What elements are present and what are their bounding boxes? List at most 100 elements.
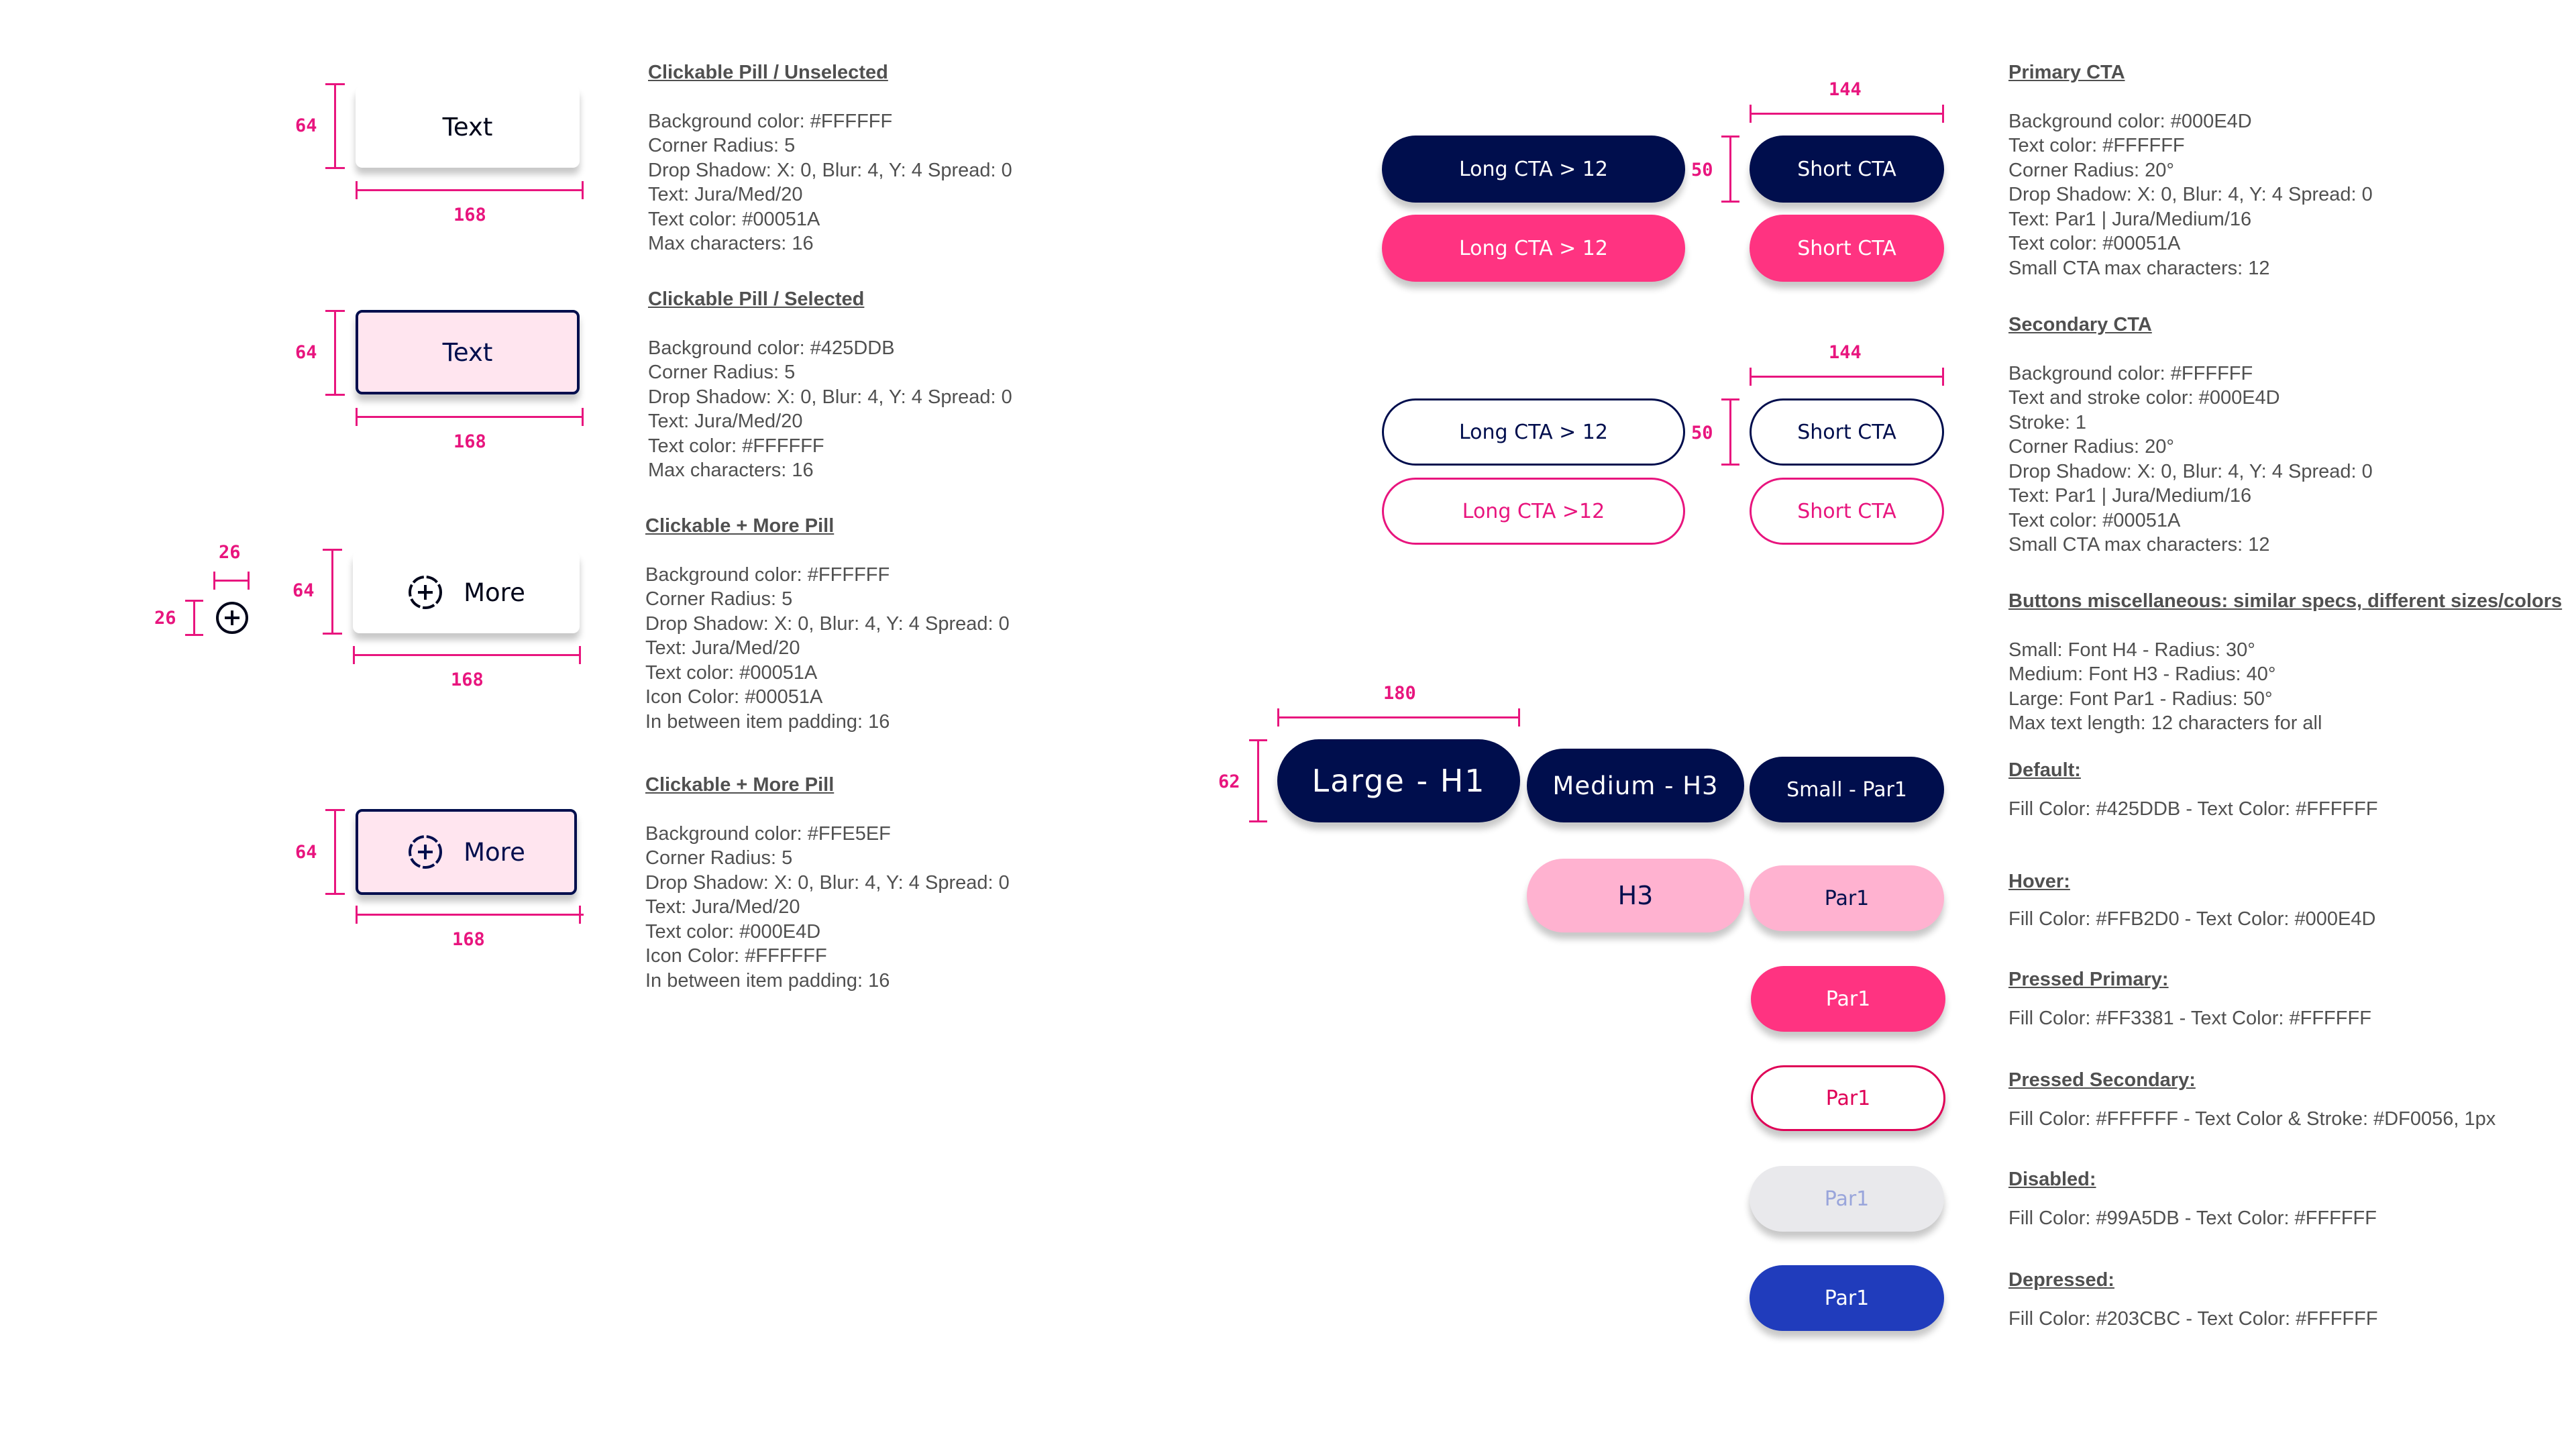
secondary-cta-long-pressed[interactable]: Long CTA >12	[1382, 478, 1685, 545]
spec-line: Text color: #00051A	[2008, 509, 2181, 531]
dimension-tick	[325, 167, 345, 169]
spec-line: In between item padding: 16	[645, 710, 890, 733]
spec-title: Clickable + More Pill	[645, 774, 835, 796]
dimension-tick	[185, 634, 203, 636]
dimension-line	[334, 83, 336, 169]
dimension-tick	[582, 408, 584, 426]
spec-line: Icon Color: #00051A	[645, 686, 823, 708]
add-circle-dashed-icon	[407, 574, 443, 610]
clickable-more-pill-selected[interactable]: More	[356, 809, 577, 895]
small-button-disabled: Par1	[1750, 1166, 1944, 1232]
dimension-line	[331, 549, 333, 635]
misc-buttons-spec: Buttons miscellaneous: similar specs, di…	[2008, 589, 2569, 736]
small-button-hover[interactable]: Par1	[1750, 865, 1944, 931]
dimension-tick	[356, 408, 358, 426]
spec-line: Max characters: 16	[648, 460, 814, 481]
state-title-default: Default:	[2008, 759, 2081, 781]
secondary-cta-short-pressed[interactable]: Short CTA	[1750, 478, 1944, 545]
secondary-cta-long[interactable]: Long CTA > 12	[1382, 398, 1685, 466]
spec-line: Medium: Font H3 - Radius: 40°	[2008, 663, 2276, 685]
spec-line: Drop Shadow: X: 0, Blur: 4, Y: 4 Spread:…	[648, 159, 1012, 181]
dimension-line	[1257, 739, 1259, 822]
pill-selected-height-label: 64	[295, 342, 317, 363]
dimension-line	[1750, 376, 1944, 378]
spec-title: Clickable Pill / Unselected	[648, 62, 888, 83]
dimension-tick	[1721, 398, 1739, 400]
medium-button[interactable]: Medium - H3	[1527, 749, 1744, 822]
secondary-cta-height-label: 50	[1691, 423, 1713, 443]
spec-line: Max characters: 16	[648, 233, 814, 254]
spec-line: Text color: #FFFFFF	[2008, 135, 2185, 156]
dimension-tick	[1249, 739, 1267, 741]
medium-button-hover[interactable]: H3	[1527, 859, 1744, 932]
pill-label: Text	[442, 112, 493, 142]
spec-line: Text color: #00051A	[645, 661, 818, 684]
dimension-tick	[323, 549, 342, 551]
dimension-tick	[325, 809, 345, 811]
cta-label: Short CTA	[1797, 236, 1896, 260]
clickable-pill-selected[interactable]: Text	[356, 310, 580, 394]
dimension-tick	[579, 646, 581, 664]
spec-line: Background color: #FFFFFF	[645, 564, 890, 586]
pill-more-unselected-width-label: 168	[451, 669, 484, 690]
dimension-tick	[325, 310, 345, 312]
misc-width-label: 180	[1383, 683, 1416, 704]
small-button-pressed-primary[interactable]: Par1	[1751, 966, 1945, 1032]
large-button[interactable]: Large - H1	[1277, 739, 1520, 822]
spec-line: Drop Shadow: X: 0, Blur: 4, Y: 4 Spread:…	[648, 386, 1012, 408]
spec-line: Drop Shadow: X: 0, Blur: 4, Y: 4 Spread:…	[2008, 460, 2373, 482]
spec-line: Background color: #425DDB	[648, 337, 895, 359]
dimension-tick	[1249, 820, 1267, 822]
dimension-tick	[1750, 368, 1752, 386]
dimension-tick	[353, 646, 355, 664]
spec-line: Text color: #00051A	[648, 208, 820, 230]
button-label: Par1	[1824, 1286, 1870, 1310]
dimension-tick	[323, 633, 342, 635]
cta-label: Long CTA > 12	[1459, 157, 1608, 181]
spec-title: Buttons miscellaneous: similar specs, di…	[2008, 590, 2563, 612]
dimension-tick	[1518, 708, 1520, 727]
dimension-tick	[582, 181, 584, 199]
dimension-tick	[325, 394, 345, 396]
dimension-tick	[1721, 136, 1739, 138]
button-label: Par1	[1825, 987, 1871, 1011]
dimension-tick	[248, 572, 250, 590]
spec-line: Background color: #FFE5EF	[645, 822, 891, 845]
dimension-line	[356, 914, 584, 916]
small-button[interactable]: Small - Par1	[1750, 757, 1944, 822]
spec-line: Corner Radius: 5	[645, 588, 793, 610]
secondary-cta-short[interactable]: Short CTA	[1750, 398, 1944, 466]
spec-line: Large: Font Par1 - Radius: 50°	[2008, 688, 2273, 710]
primary-cta-short[interactable]: Short CTA	[1750, 136, 1944, 203]
clickable-pill-unselected[interactable]: Text	[356, 86, 580, 168]
state-text-hover: Fill Color: #FFB2D0 - Text Color: #000E4…	[2008, 908, 2376, 930]
dimension-line	[356, 416, 584, 418]
spec-line: Corner Radius: 20°	[2008, 436, 2174, 458]
add-circle-dashed-icon	[407, 834, 443, 870]
dimension-tick	[325, 83, 345, 85]
spec-line: Text color: #00051A	[2008, 233, 2181, 254]
dimension-line	[356, 189, 584, 191]
primary-cta-long-pressed[interactable]: Long CTA > 12	[1382, 215, 1685, 282]
dimension-line	[1277, 716, 1520, 718]
primary-cta-short-pressed[interactable]: Short CTA	[1750, 215, 1944, 282]
small-button-pressed-secondary[interactable]: Par1	[1751, 1065, 1945, 1131]
spec-line: Text: Jura/Med/20	[645, 896, 800, 918]
primary-cta-long[interactable]: Long CTA > 12	[1382, 136, 1685, 203]
dimension-line	[193, 600, 195, 636]
button-label: Medium - H3	[1552, 771, 1719, 800]
small-button-depressed[interactable]: Par1	[1750, 1265, 1944, 1331]
dimension-tick	[213, 572, 215, 590]
spec-line: Text: Par1 | Jura/Medium/16	[2008, 485, 2252, 506]
spec-line: Corner Radius: 5	[648, 135, 796, 156]
spec-line: Small CTA max characters: 12	[2008, 257, 2270, 279]
cta-label: Long CTA >12	[1462, 499, 1605, 523]
pill-label: More	[464, 578, 525, 607]
cta-label: Long CTA > 12	[1459, 236, 1608, 260]
dimension-tick	[356, 906, 358, 924]
dimension-tick	[1721, 201, 1739, 203]
pill-selected-spec: Clickable Pill / Selected Background col…	[648, 287, 1012, 483]
spec-line: Small CTA max characters: 12	[2008, 534, 2270, 555]
dimension-tick	[579, 906, 581, 924]
clickable-more-pill-unselected[interactable]: More	[353, 551, 580, 633]
